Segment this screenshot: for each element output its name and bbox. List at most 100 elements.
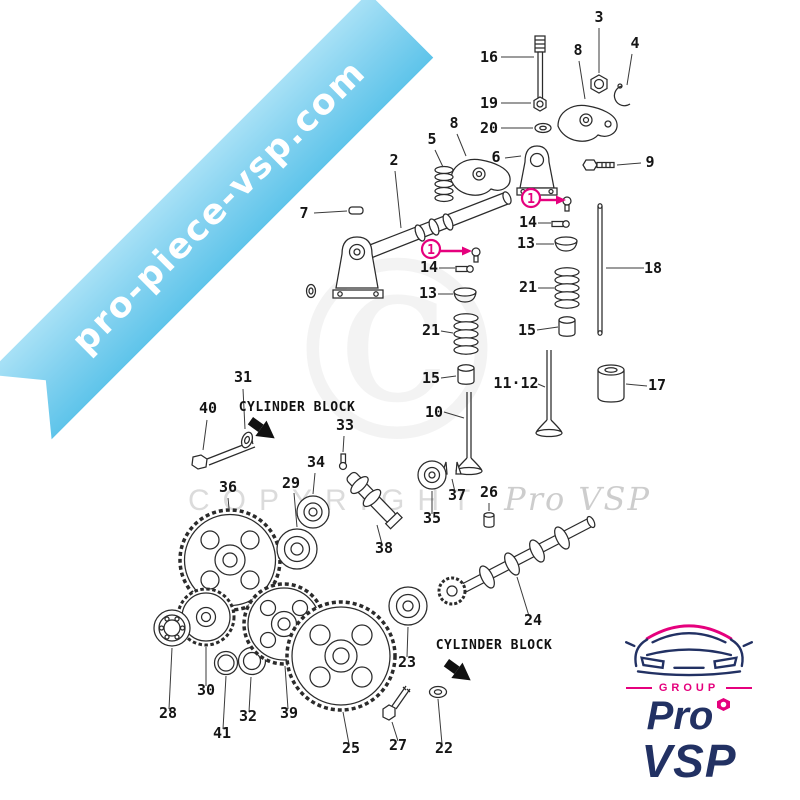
part-stud <box>534 35 546 100</box>
logo-pro-word: Pro <box>646 694 714 738</box>
part-valve-guide-15-left <box>457 364 475 385</box>
block-arrow-icon <box>247 417 275 439</box>
part-rocker-arm-left <box>450 158 511 196</box>
circled-marker-label: 1 <box>427 243 435 258</box>
part-stud-33 <box>338 453 348 471</box>
part-bearing-29 <box>276 528 318 570</box>
cylinder-block-label: CYLINDER BLOCK <box>239 400 356 415</box>
part-label-3: 3 <box>594 8 603 26</box>
part-label-2: 2 <box>389 151 398 169</box>
part-label-17: 17 <box>648 376 666 394</box>
leader-line <box>284 665 289 710</box>
part-adjust-screw-right <box>562 196 572 212</box>
part-nut-19 <box>533 96 547 112</box>
leader-line <box>391 721 399 742</box>
part-bolt-9 <box>582 159 615 171</box>
part-label-35: 35 <box>423 509 441 527</box>
part-label-5: 5 <box>427 130 436 148</box>
part-label-14: 14 <box>420 258 438 276</box>
leader-line <box>437 698 443 745</box>
leader-line <box>406 626 409 658</box>
part-label-7: 7 <box>299 204 308 222</box>
leader-line <box>626 53 633 86</box>
leader-line <box>625 383 648 387</box>
part-screw-14-right <box>551 220 570 228</box>
leader-line <box>248 676 252 713</box>
part-bearing-23 <box>388 586 428 626</box>
part-spring-seat-13-left <box>453 287 477 303</box>
part-camshaft-24 <box>437 515 596 606</box>
group-line-right <box>726 687 753 689</box>
part-label-41: 41 <box>213 724 231 742</box>
part-label-9: 9 <box>645 153 654 171</box>
logo-group-line: GROUP <box>604 682 774 694</box>
part-bolt-27 <box>382 685 411 721</box>
part-label-34: 34 <box>307 453 325 471</box>
part-label-23: 23 <box>398 653 416 671</box>
leader-line <box>578 60 586 100</box>
part-valve-10 <box>455 392 483 476</box>
copyright-symbol-watermark: © <box>272 207 522 498</box>
part-label-24: 24 <box>524 611 542 629</box>
part-label-38: 38 <box>375 539 393 557</box>
part-label-16: 16 <box>480 48 498 66</box>
part-bearing-35 <box>417 460 447 490</box>
pink-arrowhead-icon <box>556 195 566 205</box>
part-label-21: 21 <box>519 278 537 296</box>
leader-line <box>537 383 546 388</box>
part-label-25: 25 <box>342 739 360 757</box>
part-label-32: 32 <box>239 707 257 725</box>
part-label-13: 13 <box>517 234 535 252</box>
part-label-37: 37 <box>448 486 466 504</box>
leader-line <box>312 472 316 495</box>
part-rocker-shaft <box>361 191 512 261</box>
leader-line <box>227 497 230 509</box>
leader-line <box>504 155 522 159</box>
part-gear-25 <box>285 600 397 712</box>
part-label-40: 40 <box>199 399 217 417</box>
part-pushrod-18 <box>597 203 603 336</box>
part-spring-seat-13-right <box>554 236 578 252</box>
part-label-30: 30 <box>197 681 215 699</box>
part-gear-30 <box>176 587 236 647</box>
part-gear-36 <box>178 508 282 612</box>
leader-line <box>222 675 227 730</box>
group-line-left <box>625 687 652 689</box>
car-logo-icon <box>624 624 754 677</box>
leader-line <box>342 711 350 745</box>
part-valve-spring-21-right <box>554 267 580 309</box>
part-label-22: 22 <box>435 739 453 757</box>
part-adjust-screw-left <box>471 247 481 263</box>
copyright-brand: Pro VSP <box>504 480 651 518</box>
part-valve-spring-21-left <box>453 313 479 355</box>
leader-line <box>394 170 402 229</box>
part-label-4: 4 <box>630 34 639 52</box>
part-snap-ring-41 <box>213 650 239 676</box>
part-label-39: 39 <box>280 704 298 722</box>
part-rocker-mount <box>516 145 558 196</box>
leader-line <box>342 435 345 453</box>
part-label-8: 8 <box>449 114 458 132</box>
part-pin-7 <box>348 206 364 215</box>
leader-line <box>536 326 559 331</box>
part-label-6: 6 <box>491 148 500 166</box>
logo-vsp-text: VSP <box>641 735 737 787</box>
part-washer-22 <box>428 685 448 699</box>
part-label-28: 28 <box>159 704 177 722</box>
leader-line <box>456 133 467 157</box>
part-label-18: 18 <box>644 259 662 277</box>
leader-line <box>451 478 456 493</box>
circled-marker <box>420 238 442 260</box>
circled-marker <box>520 187 542 209</box>
leader-line <box>313 210 348 214</box>
part-label-20: 20 <box>480 119 498 137</box>
part-screw-14-left <box>455 265 474 273</box>
part-cap-26 <box>483 512 495 528</box>
leader-line <box>440 375 457 379</box>
part-label-19: 19 <box>480 94 498 112</box>
part-label-14: 14 <box>519 213 537 231</box>
part-label-10: 10 <box>425 403 443 421</box>
part-label-26: 26 <box>480 483 498 501</box>
